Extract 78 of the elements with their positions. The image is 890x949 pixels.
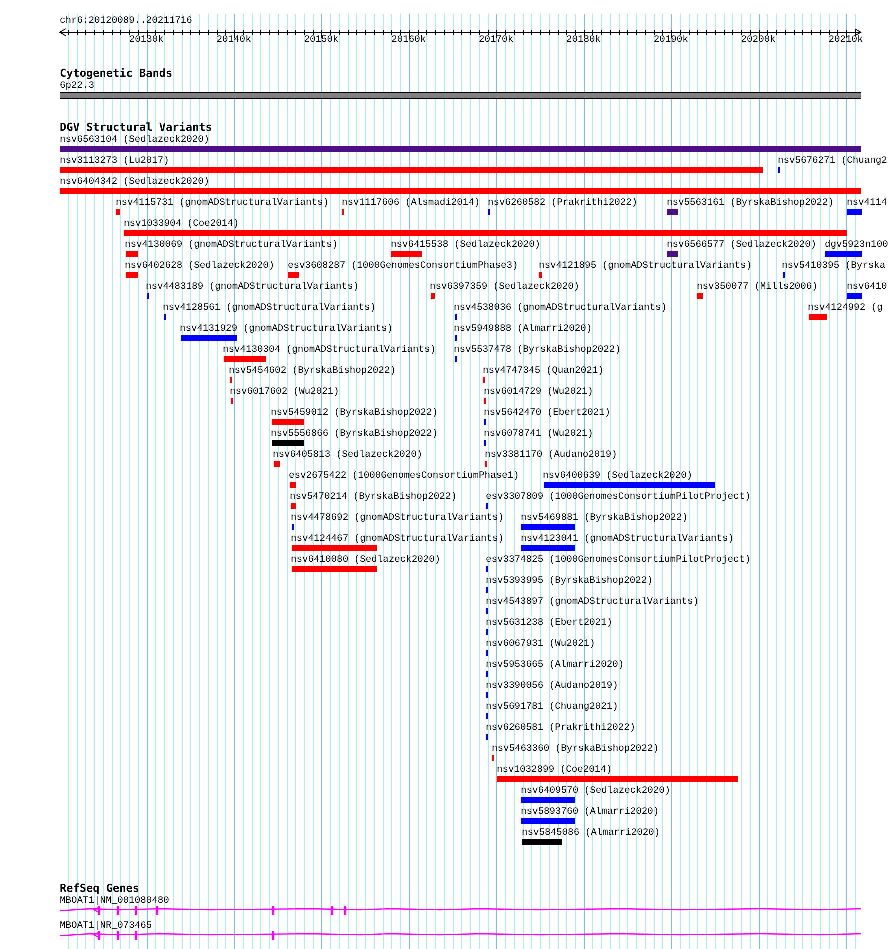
variant-label: nsv6260581 (Prakrithi2022) [486, 722, 636, 733]
variant-label: esv3608287 (1000GenomesConsortiumPhase3) [288, 260, 518, 271]
variant-label: nsv6415538 (Sedlazeck2020) [391, 239, 541, 250]
tick-label: 20140k [216, 34, 252, 45]
variant-label: nsv3390056 (Audano2019) [486, 680, 618, 691]
variant-label: nsv4114 [847, 197, 888, 208]
variant-label: nsv4123041 (gnomADStructuralVariants) [521, 533, 734, 544]
variant-label: nsv6260582 (Prakrithi2022) [488, 197, 638, 208]
gene-label: MBOAT1|NR_073465 [60, 920, 152, 931]
variant-label: nsv5949888 (Almarri2020) [454, 323, 592, 334]
variant-label: nsv5953665 (Almarri2020) [486, 659, 624, 670]
track-title: Cytogenetic Bands [60, 68, 173, 79]
variant-label: nsv1117606 (Alsmadi2014) [342, 197, 480, 208]
variant-label: nsv5845086 (Almarri2020) [522, 827, 660, 838]
variant-label: nsv6566577 (Sedlazeck2020) [667, 239, 817, 250]
variant-label: nsv6397359 (Sedlazeck2020) [430, 281, 580, 292]
variant-label: nsv5556866 (ByrskaBishop2022) [271, 428, 438, 439]
variant-label: nsv5470214 (ByrskaBishop2022) [290, 491, 457, 502]
variant-label: nsv4483189 (gnomADStructuralVariants) [146, 281, 360, 292]
variant-label: esv3374825 (1000GenomesConsortiumPilotProject) [486, 554, 751, 565]
variant-label: nsv4478692 (gnomADStructuralVariants) [291, 512, 504, 523]
variant-label: nsv6014729 (Wu2021) [484, 386, 594, 397]
variant-label: nsv5631238 (Ebert2021) [486, 617, 613, 628]
variant-label: nsv4124467 (gnomADStructuralVariants) [291, 533, 504, 544]
variant-label: nsv4124992 (g [808, 302, 883, 313]
variant-label: nsv6404342 (Sedlazeck2020) [60, 176, 210, 187]
variant-label: nsv6017602 (Wu2021) [230, 386, 340, 397]
ruler-label: chr6:20120089..20211716 [60, 15, 192, 26]
variant-label: nsv4128561 (gnomADStructuralVariants) [163, 302, 376, 313]
tick-label: 20200k [741, 34, 776, 45]
variant-label: nsv1033904 (Coe2014) [124, 218, 240, 229]
variant-label: nsv4538036 (gnomADStructuralVariants) [454, 302, 668, 313]
variant-label: nsv6078741 (Wu2021) [484, 428, 594, 439]
variant-label: nsv6410080 (Sedlazeck2020) [291, 554, 441, 565]
variant-label: nsv5537478 (ByrskaBishop2022) [454, 344, 621, 355]
tick-label: 20160k [392, 34, 426, 45]
variant-label: nsv6402628 (Sedlazeck2020) [125, 260, 275, 271]
tick-label: 20130k [129, 34, 164, 45]
variant-label: nsv5563161 (ByrskaBishop2022) [667, 197, 834, 208]
tick-label: 20150k [304, 34, 339, 45]
variant-label: nsv4747345 (Quan2021) [483, 365, 604, 376]
variant-label: nsv6405813 (Sedlazeck2020) [273, 449, 423, 460]
variant-label: nsv6563104 (Sedlazeck2020) [60, 134, 210, 145]
variant-label: nsv5393995 (ByrskaBishop2022) [486, 575, 653, 586]
variant-label: nsv3381170 (Audano2019) [485, 449, 618, 460]
variant-label: nsv4130069 (gnomADStructuralVariants) [125, 239, 338, 250]
variant-label: nsv4543897 (gnomADStructuralVariants) [486, 596, 700, 607]
variant-label: nsv5691781 (Chuang2021) [486, 701, 618, 712]
tick-label: 20210k [828, 34, 864, 45]
tick-label: 20170k [479, 34, 514, 45]
variant-label: nsv5676271 (Chuang2 [778, 155, 888, 166]
variant-label: nsv4131929 (gnomADStructuralVariants) [180, 323, 394, 334]
track-title: DGV Structural Variants [60, 122, 212, 133]
variant-label: nsv5463360 (ByrskaBishop2022) [492, 743, 659, 754]
tick-label: 20180k [566, 34, 601, 45]
variant-label: nsv5642470 (Ebert2021) [484, 407, 611, 418]
variant-label: nsv5469881 (ByrskaBishop2022) [521, 512, 688, 523]
band-label: 6p22.3 [60, 80, 95, 91]
variant-label: nsv6409570 (Sedlazeck2020) [521, 785, 671, 796]
variant-label: esv3307809 (1000GenomesConsortiumPilotProject) [486, 491, 751, 502]
variant-label: nsv5459012 (ByrskaBishop2022) [271, 407, 438, 418]
variant-label: nsv350077 (Mills2006) [697, 281, 818, 292]
gene-label: MBOAT1|NM_001080480 [60, 895, 170, 906]
variant-label: dgv5923n100 [825, 239, 888, 250]
variant-label: nsv5893760 (Almarri2020) [521, 806, 660, 817]
variant-label: nsv1032899 (Coe2014) [497, 764, 612, 775]
variant-label: nsv4121895 (gnomADStructuralVariants) [539, 260, 752, 271]
variant-label: nsv6067931 (Wu2021) [486, 638, 596, 649]
variant-label: esv2675422 (1000GenomesConsortiumPhase1) [289, 470, 520, 481]
track-title: RefSeq Genes [60, 883, 140, 894]
variant-label: nsv6410 [847, 281, 888, 292]
variant-label: nsv5454602 (ByrskaBishop2022) [229, 365, 396, 376]
variant-label: nsv4130304 (gnomADStructuralVariants) [223, 344, 436, 355]
variant-label: nsv3113273 (Lu2017) [60, 155, 170, 166]
variant-label: nsv5410395 (Byrska [782, 260, 886, 271]
tick-label: 20190k [654, 34, 688, 45]
variant-label: nsv4115731 (gnomADStructuralVariants) [116, 197, 330, 208]
variant-label: nsv6400639 (Sedlazeck2020) [543, 470, 693, 481]
